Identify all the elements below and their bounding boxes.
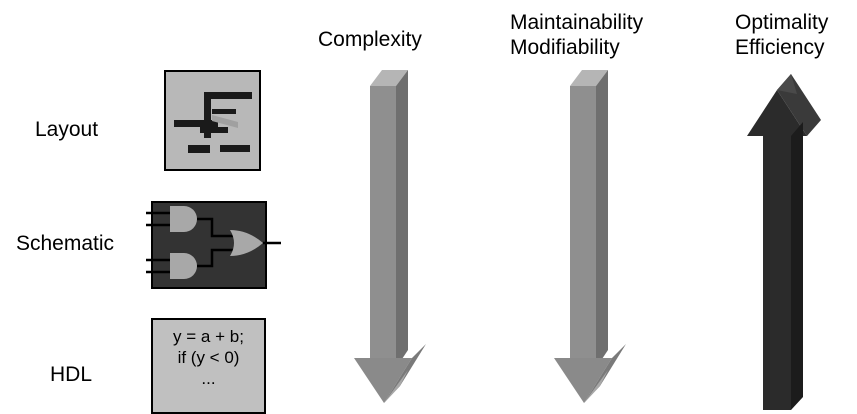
arrow-down-icon	[554, 70, 626, 403]
layout-thumbnail	[164, 70, 261, 171]
column-header-complexity: Complexity	[318, 28, 422, 51]
arrow-down-icon	[354, 70, 426, 403]
column-header-optimality: Optimality Efficiency	[735, 11, 829, 59]
column-header-maintainability: Maintainability Modifiability	[510, 11, 644, 59]
hdl-code-line: if (y < 0)	[177, 348, 240, 367]
layout-thumbnail-icon	[174, 92, 252, 153]
level-label-layout: Layout	[35, 118, 99, 141]
hdl-code-box: y = a + b; if (y < 0) ...	[151, 318, 266, 414]
level-label-hdl: HDL	[50, 363, 93, 386]
level-label-schematic: Schematic	[16, 232, 115, 255]
hdl-code-line: ...	[201, 369, 216, 388]
schematic-gates-icon	[146, 206, 281, 279]
arrow-up-icon	[747, 74, 821, 410]
schematic-thumbnail	[146, 201, 281, 289]
hdl-code-line: y = a + b;	[173, 327, 244, 346]
